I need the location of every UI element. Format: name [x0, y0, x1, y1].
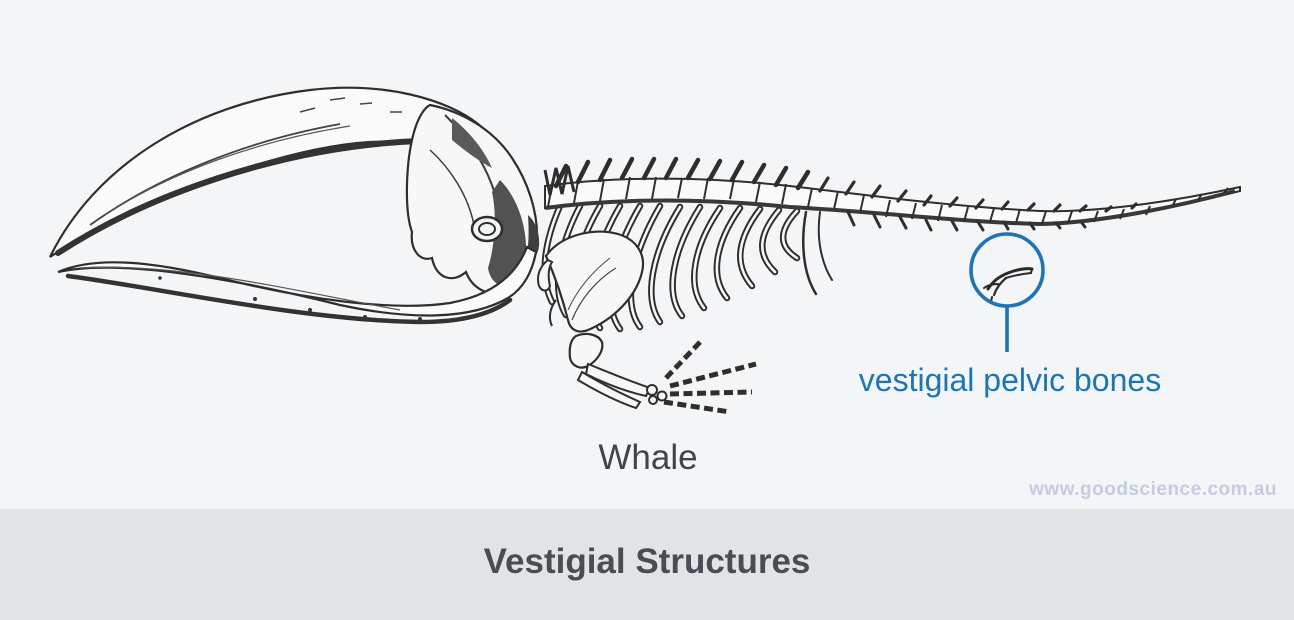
- skull: [49, 86, 540, 325]
- scapula: [537, 230, 645, 333]
- flipper: [568, 332, 757, 415]
- lower-jaw: [57, 245, 538, 317]
- vertebral-column: [543, 156, 1241, 232]
- whale-label: Whale: [598, 438, 698, 477]
- ulna: [576, 370, 642, 410]
- title-banner: Vestigial Structures: [0, 509, 1294, 620]
- humerus: [568, 332, 604, 369]
- vertebra-separators: [547, 176, 1229, 225]
- page-title: Vestigial Structures: [483, 541, 811, 581]
- website-watermark: www.goodscience.com.au: [1029, 479, 1277, 500]
- vestigial-pelvic-bones-label: vestigial pelvic bones: [858, 362, 1162, 398]
- neural-spines-thorax: [553, 156, 811, 191]
- carpals: [646, 384, 668, 405]
- pelvic-bones-annotation: [969, 232, 1045, 352]
- vestigial-pelvic-bone-sketch: [983, 267, 1034, 303]
- neural-spines-tail: [818, 176, 1138, 213]
- chevron-bones: [846, 210, 1087, 232]
- phalanges: [663, 338, 757, 415]
- cervical-vertebrae: [543, 165, 576, 196]
- radius: [584, 362, 652, 398]
- eye-socket: [470, 215, 504, 243]
